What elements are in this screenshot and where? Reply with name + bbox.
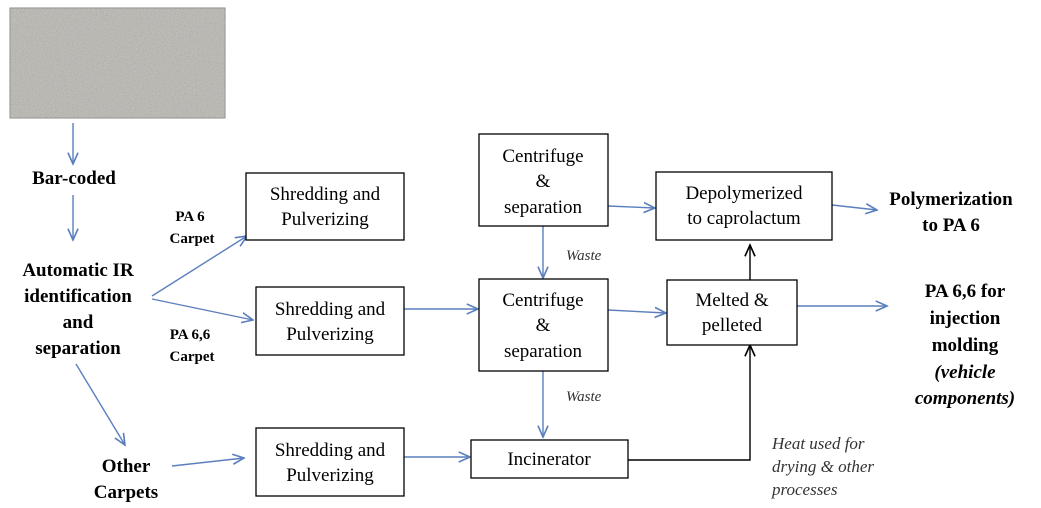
blue-arrows <box>73 123 887 467</box>
pa66-out-line4: (vehicle <box>934 362 996 383</box>
melted-line1: Melted & <box>695 290 769 311</box>
box-centrifuge-mid <box>478 278 609 372</box>
pa66-out-line5: components) <box>915 388 1015 409</box>
box-incinerator <box>470 439 629 479</box>
arrow-ir-to-other <box>75 363 125 445</box>
box-labels: Shredding and Pulverizing Shredding and … <box>270 146 803 486</box>
heat-line2: drying & other <box>772 457 874 476</box>
shred-bot-line1: Shredding and <box>275 440 386 461</box>
pa66-line1: PA 6,6 <box>170 327 211 343</box>
box-depolymerized <box>655 171 833 241</box>
shred-mid-line2: Pulverizing <box>286 324 374 345</box>
shred-top-line2: Pulverizing <box>281 209 369 230</box>
pa66-line2: Carpet <box>170 349 215 365</box>
arrow-ir-to-shred-mid <box>151 298 253 320</box>
shred-top-line1: Shredding and <box>270 184 381 205</box>
polymerization-line1: Polymerization <box>889 189 1013 210</box>
arrow-other-to-shred-bot <box>171 458 244 467</box>
input-labels: Bar-coded Automatic IR identification an… <box>22 168 158 503</box>
centrifuge-top-line3: separation <box>504 197 583 218</box>
polymerization-line2: to PA 6 <box>922 215 980 236</box>
box-shred-bot <box>255 427 405 497</box>
other-carpets-line2: Carpets <box>94 482 158 503</box>
arrow-ir-to-shred-top <box>151 236 247 297</box>
other-carpets-line1: Other <box>102 456 151 477</box>
output-labels: Polymerization to PA 6 PA 6,6 for inject… <box>889 189 1015 409</box>
centrifuge-mid-line2: & <box>536 315 551 336</box>
waste-top-label: Waste <box>566 248 602 264</box>
auto-ir-line4: separation <box>35 338 121 359</box>
arrow-depoly-to-polymerization <box>831 205 877 210</box>
pa6-line2: Carpet <box>170 231 215 247</box>
black-arrows <box>628 245 750 461</box>
shred-mid-line1: Shredding and <box>275 299 386 320</box>
auto-ir-line2: identification <box>24 286 132 307</box>
centrifuge-mid-line3: separation <box>504 341 583 362</box>
arrow-centrifuge-to-depoly <box>607 206 655 208</box>
auto-ir-line3: and <box>63 312 94 333</box>
heat-line3: processes <box>771 480 838 499</box>
bar-coded-label: Bar-coded <box>32 168 116 189</box>
pa6-line1: PA 6 <box>175 209 205 225</box>
process-boxes <box>245 133 833 497</box>
waste-bot-label: Waste <box>566 389 602 405</box>
arrow-incinerator-to-melted <box>628 345 750 461</box>
pa66-out-line3: molding <box>932 335 999 356</box>
arrow-centrifuge-to-melted <box>607 310 666 313</box>
branch-labels: PA 6 Carpet PA 6,6 Carpet <box>170 209 215 365</box>
box-shred-mid <box>255 286 405 356</box>
box-shred-top <box>245 172 405 241</box>
box-melted <box>666 279 798 346</box>
pa66-out-line1: PA 6,6 for <box>925 281 1006 302</box>
melted-line2: pelleted <box>702 315 763 336</box>
incinerator-label: Incinerator <box>507 449 591 470</box>
depolymerized-line1: Depolymerized <box>685 183 803 204</box>
depolymerized-line2: to caprolactum <box>687 208 801 229</box>
centrifuge-top-line1: Centrifuge <box>502 146 583 167</box>
box-centrifuge-top <box>478 133 609 227</box>
carpet-sample-image <box>9 7 226 119</box>
auto-ir-line1: Automatic IR <box>22 260 134 281</box>
shred-bot-line2: Pulverizing <box>286 465 374 486</box>
pa66-out-line2: injection <box>930 308 1001 329</box>
notes: Waste Waste Heat used for drying & other… <box>566 248 874 499</box>
heat-line1: Heat used for <box>771 434 865 453</box>
centrifuge-mid-line1: Centrifuge <box>502 290 583 311</box>
centrifuge-top-line2: & <box>536 171 551 192</box>
